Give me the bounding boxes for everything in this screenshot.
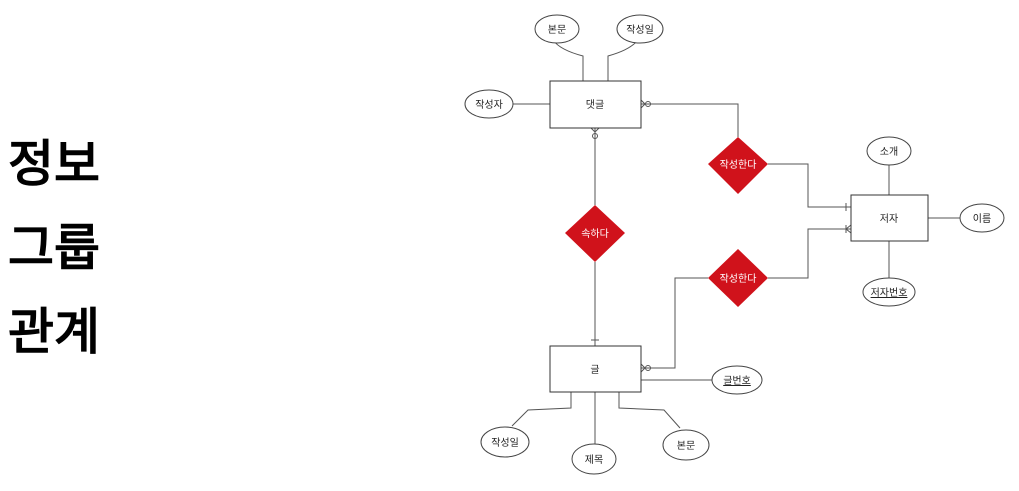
attr-post-title	[571, 443, 617, 475]
entity-post: 글	[549, 345, 642, 393]
attr-author-name	[959, 203, 1005, 233]
attr-author-name-label: 이름	[973, 213, 991, 225]
attr-author-id-label: 저자번호	[871, 287, 908, 299]
connector-rel1-author	[768, 163, 851, 208]
attr-author-intro	[866, 136, 912, 166]
entity-author-label: 저자	[880, 213, 898, 225]
attr-comment-date	[616, 14, 664, 44]
attr-post-id	[711, 365, 763, 395]
title-line-3: 관계	[8, 303, 100, 361]
crowfoot-post-right	[640, 363, 646, 373]
entity-comment: 댓글	[549, 80, 642, 129]
attr-post-body-label: 본문	[677, 440, 695, 452]
attr-comment-body-label: 본문	[548, 24, 566, 36]
attr-post-date-label: 작성일	[491, 437, 519, 449]
title-line-1: 정보	[8, 135, 100, 193]
relationship-post-author: 작성한다	[708, 249, 768, 307]
attr-author-id	[862, 277, 916, 307]
relationship-comment-post: 속하다	[565, 205, 625, 262]
crowfoot-circle-comment-bottom	[592, 133, 598, 139]
attr-post-body	[662, 429, 710, 461]
connector-rel3-author	[768, 228, 851, 279]
relationship-comment-author-label: 작성한다	[720, 159, 757, 171]
relationship-post-author-label: 작성한다	[720, 273, 757, 285]
slide-title: 정보 그룹 관계	[8, 122, 148, 374]
attr-post-id-label: 글번호	[723, 375, 751, 387]
crowfoot-comment-right	[640, 99, 646, 109]
attr-comment-date-label: 작성일	[626, 24, 654, 36]
attr-author-intro-label: 소개	[880, 146, 898, 158]
connector-post-rel3	[641, 277, 708, 369]
title-line-2: 그룹	[8, 219, 100, 277]
attr-comment-writer-label: 작성자	[475, 99, 503, 111]
attr-post-date	[480, 426, 530, 458]
attr-comment-body	[534, 14, 580, 44]
crowfoot-comment-bottom	[590, 127, 600, 133]
connector-post-date	[511, 392, 572, 427]
connector-comment-date	[607, 39, 639, 81]
connector-post-body	[618, 392, 681, 429]
attr-post-title-label: 제목	[585, 454, 603, 466]
connector-comment-body	[552, 39, 584, 81]
relationship-comment-author: 작성한다	[708, 137, 768, 194]
relationship-comment-post-label: 속하다	[581, 227, 609, 240]
entity-post-label: 글	[590, 364, 599, 376]
connector-comment-rel1	[641, 103, 739, 137]
entity-comment-label: 댓글	[586, 99, 604, 111]
attr-comment-writer	[464, 89, 514, 119]
entity-author: 저자	[850, 194, 929, 242]
